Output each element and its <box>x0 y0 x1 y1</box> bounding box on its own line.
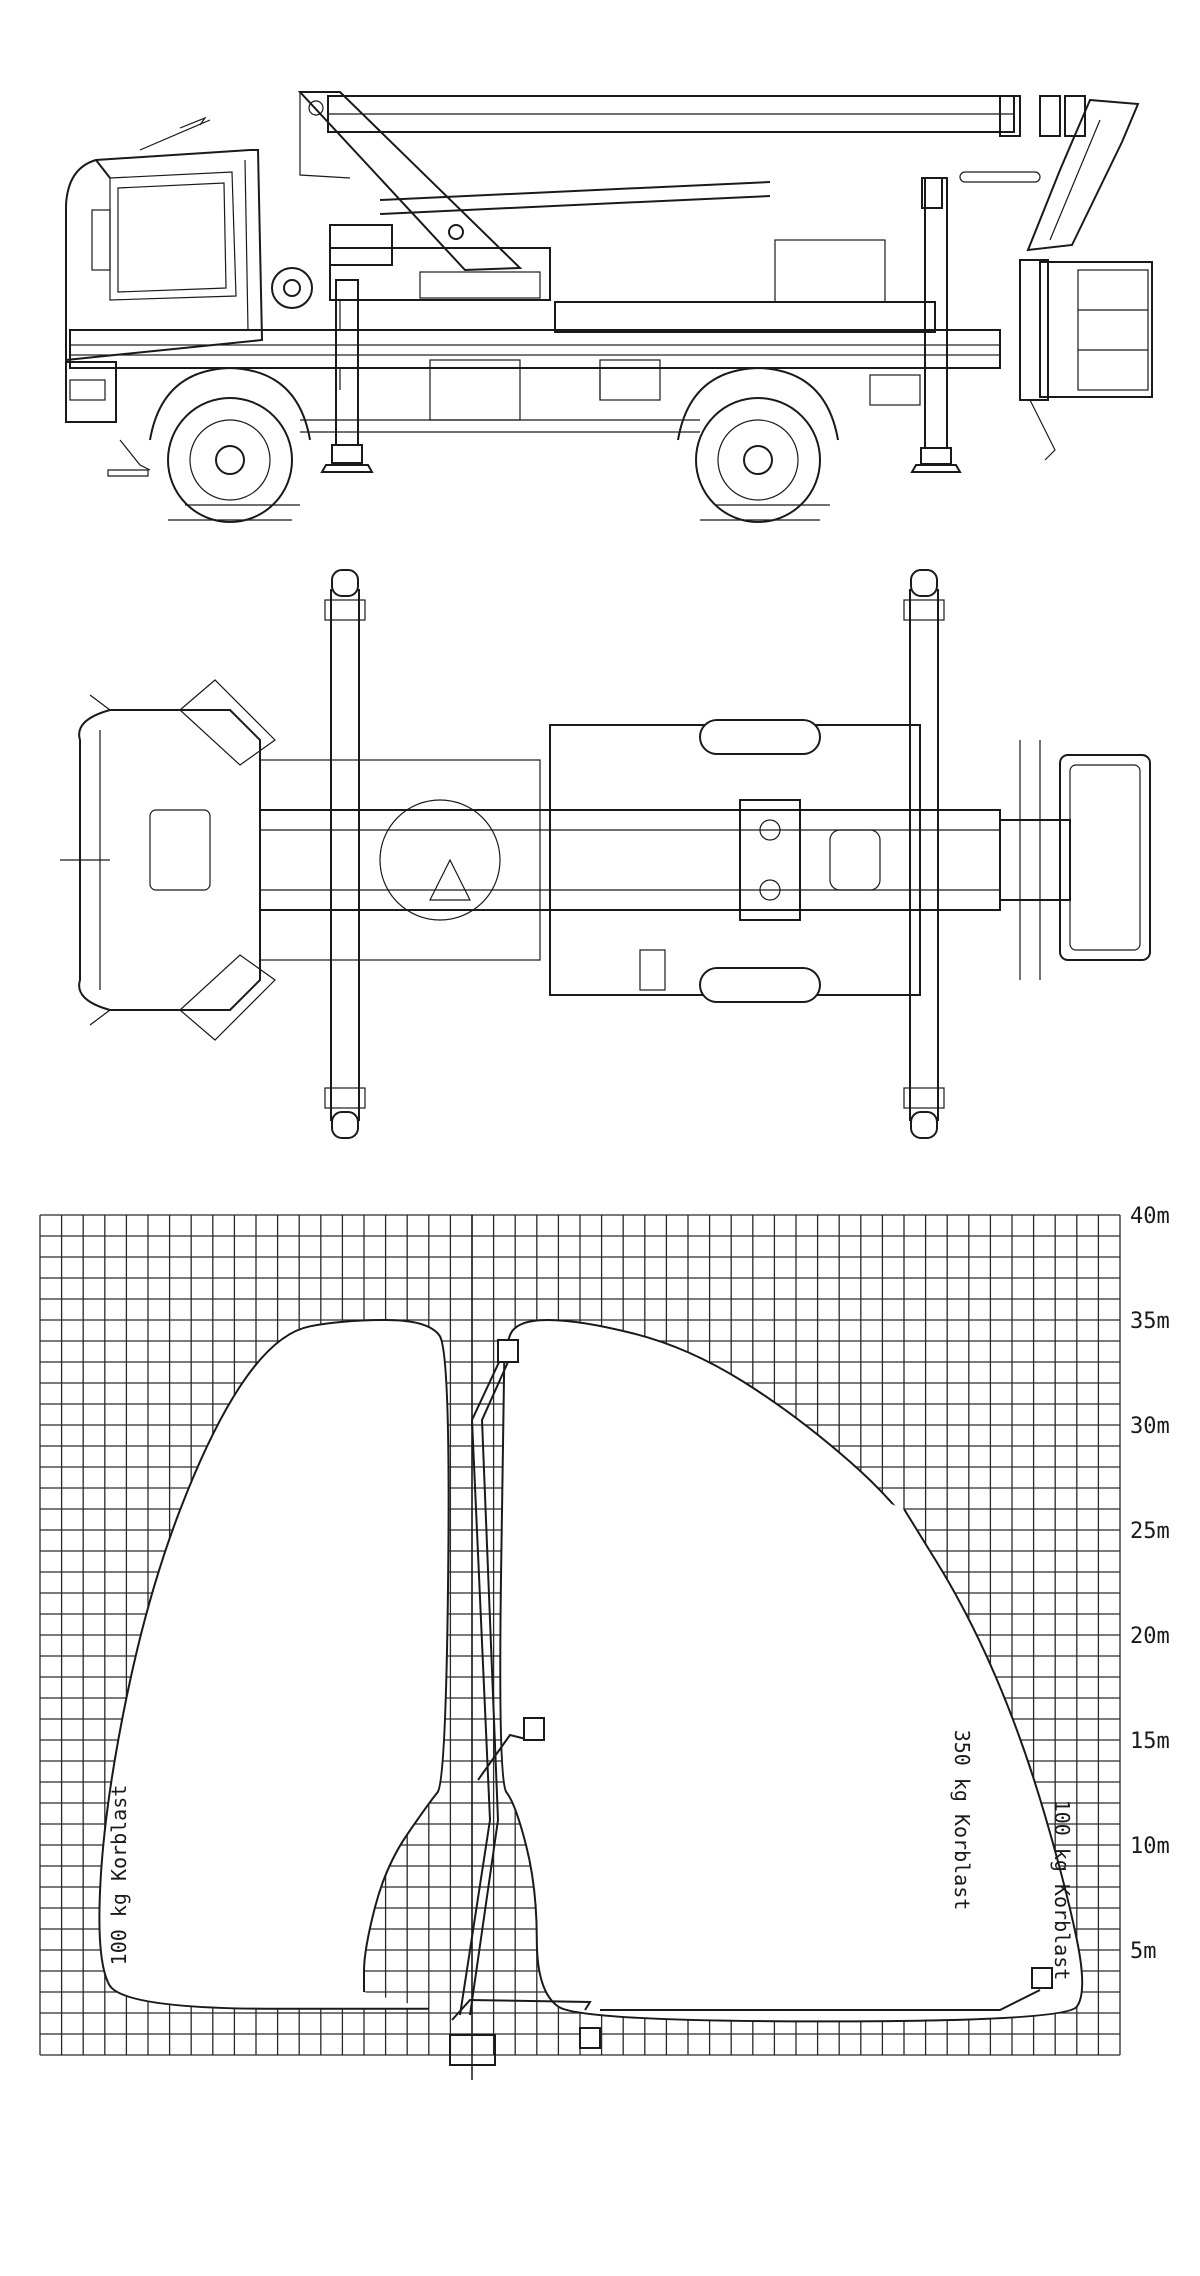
upper-boom <box>327 95 1086 215</box>
envelope-curves <box>98 1318 1084 2023</box>
curve-label-350kg: 350 kg Korblast <box>950 1730 974 1911</box>
truck-top-view <box>60 569 1151 1139</box>
y-tick-label: 35m <box>1130 1309 1170 1334</box>
chassis-frame <box>69 329 1001 400</box>
envelope-area <box>99 1320 449 2009</box>
cab-top <box>60 694 261 1026</box>
y-tick-label: 5m <box>1130 1939 1157 1964</box>
jib-arm <box>1026 98 1140 252</box>
curve-label-right-100kg: 100 kg Korblast <box>1050 1800 1074 1981</box>
y-tick-label: 10m <box>1130 1834 1170 1859</box>
envelope-curve <box>98 1318 450 2010</box>
y-axis-labels: 5m 10m 15m 20m 25m 30m 35m 40m <box>1130 1204 1170 1964</box>
truck-side-view <box>65 91 1153 523</box>
work-basket <box>1019 259 1153 461</box>
turret-and-subframe <box>329 224 936 333</box>
front-outrigger-beam <box>324 569 366 1139</box>
cab-mirror <box>271 267 313 309</box>
y-tick-label: 30m <box>1130 1414 1170 1439</box>
front-outrigger <box>320 279 374 473</box>
truck-cab <box>65 116 264 423</box>
y-tick-label: 40m <box>1130 1204 1170 1229</box>
envelope-area <box>500 1351 1083 2022</box>
rotation-bearing <box>739 799 801 921</box>
drive-shaft-and-undercarriage <box>107 359 921 477</box>
envelope-curve <box>499 1351 1084 2023</box>
rear-outrigger-beam <box>903 569 945 1139</box>
cab-doors-open <box>179 679 276 1041</box>
y-tick-label: 20m <box>1130 1624 1170 1649</box>
boom-positions <box>449 1339 1053 2066</box>
y-tick-label: 25m <box>1130 1519 1170 1544</box>
deck-platform <box>549 719 921 1003</box>
curve-label-left-100kg: 100 kg Korblast <box>107 1785 131 1966</box>
front-wheel <box>149 366 311 523</box>
lower-boom <box>297 91 523 272</box>
frame-rails-top <box>259 759 1001 961</box>
y-tick-label: 15m <box>1130 1729 1170 1754</box>
basket-top <box>999 740 1151 980</box>
working-range-diagram: 20m15m10m5m0m5m10m15m20m25m30m 5m10m15m2… <box>39 1204 1170 2080</box>
rear-wheel <box>677 366 839 523</box>
